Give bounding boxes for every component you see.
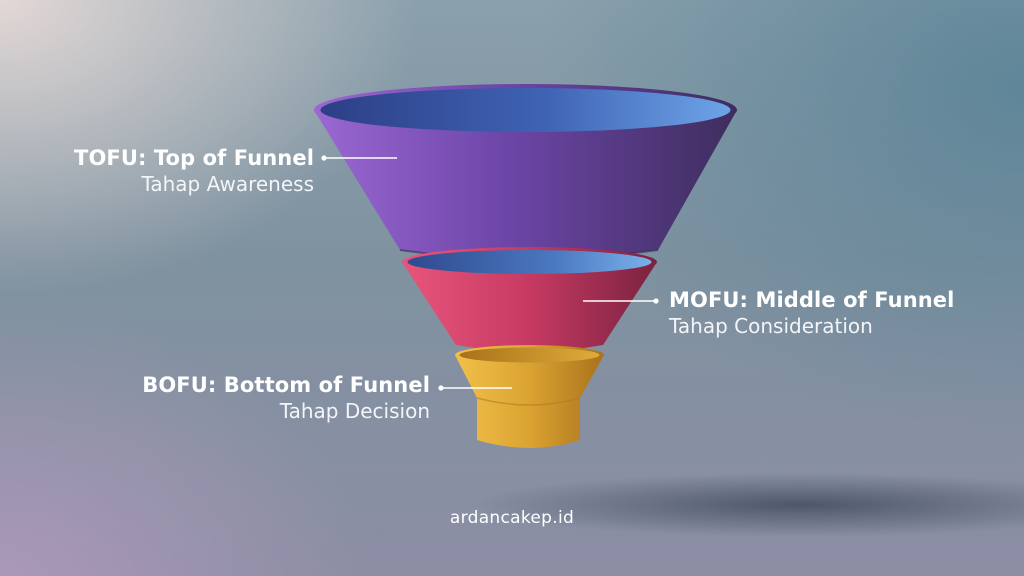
funnel-segment-bofu xyxy=(455,345,604,448)
bofu-subtitle: Tahap Decision xyxy=(279,399,430,424)
connector-tofu xyxy=(321,155,397,161)
tofu-subtitle: Tahap Awareness xyxy=(141,172,314,197)
funnel-segment-tofu xyxy=(314,84,737,260)
mofu-subtitle: Tahap Consideration xyxy=(669,314,873,339)
bofu-title: BOFU: Bottom of Funnel xyxy=(142,373,430,397)
mofu-title: MOFU: Middle of Funnel xyxy=(669,288,955,312)
label-mofu: MOFU: Middle of Funnel Tahap Considerati… xyxy=(669,288,954,338)
label-tofu: TOFU: Top of Funnel Tahap Awareness xyxy=(74,146,314,196)
funnel-shadow xyxy=(470,473,1024,537)
connector-mofu xyxy=(583,298,659,304)
connector-bofu xyxy=(438,385,512,391)
watermark: ardancakep.id xyxy=(449,508,575,528)
tofu-title: TOFU: Top of Funnel xyxy=(74,146,314,170)
label-bofu: BOFU: Bottom of Funnel Tahap Decision xyxy=(142,373,430,423)
funnel-segment-mofu xyxy=(402,247,657,352)
